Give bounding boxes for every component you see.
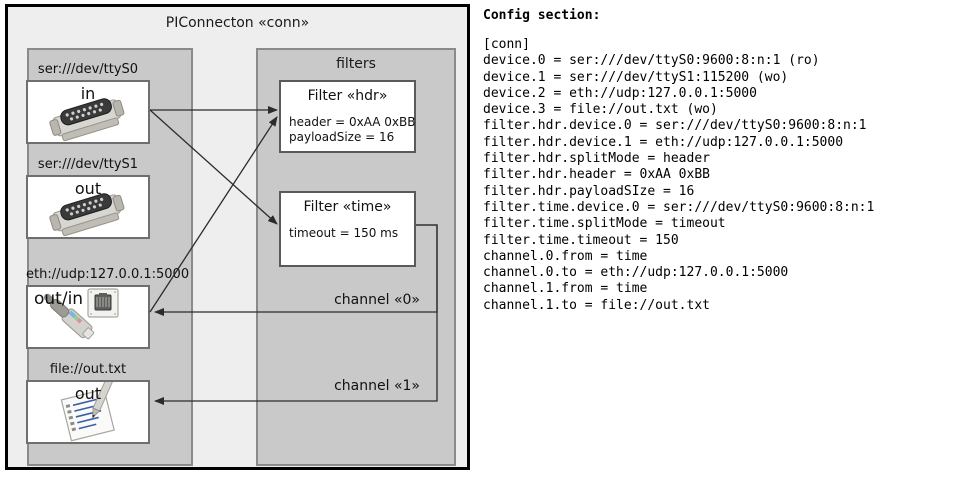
device-box[interactable]: out [26,380,150,444]
filter-box-time[interactable]: Filter «time» timeout = 150 ms [279,191,416,267]
ethernet-plug-icon [28,287,148,347]
config-listing: [conn] device.0 = ser:///dev/ttyS0:9600:… [483,37,875,313]
device-box[interactable]: out/in [26,285,150,349]
config-section: Config section: [conn] device.0 = ser://… [483,8,958,314]
channel-label-0: channel «0» [334,292,420,308]
filters-panel-title: filters [336,56,376,72]
device-block-eth[interactable]: eth://udp:127.0.0.1:5000 out/in [26,267,190,349]
filter-box-hdr[interactable]: Filter «hdr» header = 0xAA 0xBB payloadS… [279,80,416,153]
config-heading: Config section: [483,8,601,23]
filter-attr: header = 0xAA 0xBB [289,115,416,129]
filter-attr: payloadSize = 16 [289,130,395,144]
device-direction-label: out/in [34,289,84,309]
filter-attr: timeout = 150 ms [289,226,399,240]
device-direction-label: out [74,384,102,403]
filter-title: Filter «hdr» [307,88,388,104]
serial-port-icon [28,82,148,142]
device-direction-label: in [80,84,96,103]
device-label: ser:///dev/ttyS0 [37,62,139,77]
filter-attributes: header = 0xAA 0xBB payloadSize = 16 [289,115,415,145]
device-label: eth://udp:127.0.0.1:5000 [26,267,190,282]
channel-label-1: channel «1» [334,378,420,394]
device-label: file://out.txt [49,362,127,377]
device-direction-label: out [74,179,102,198]
device-block-ttys0[interactable]: ser:///dev/ttyS0 in [26,62,150,144]
filter-attributes: timeout = 150 ms [289,226,398,241]
filter-title: Filter «time» [303,199,392,215]
text-file-icon [28,382,148,442]
device-box[interactable]: out [26,175,150,239]
device-block-ttys1[interactable]: ser:///dev/ttyS1 out [26,157,150,239]
component-title: PIConnecton «conn» [165,15,310,31]
device-block-file[interactable]: file://out.txt out [26,362,150,444]
device-box[interactable]: in [26,80,150,144]
serial-port-icon [28,177,148,237]
device-label: ser:///dev/ttyS1 [37,157,139,172]
